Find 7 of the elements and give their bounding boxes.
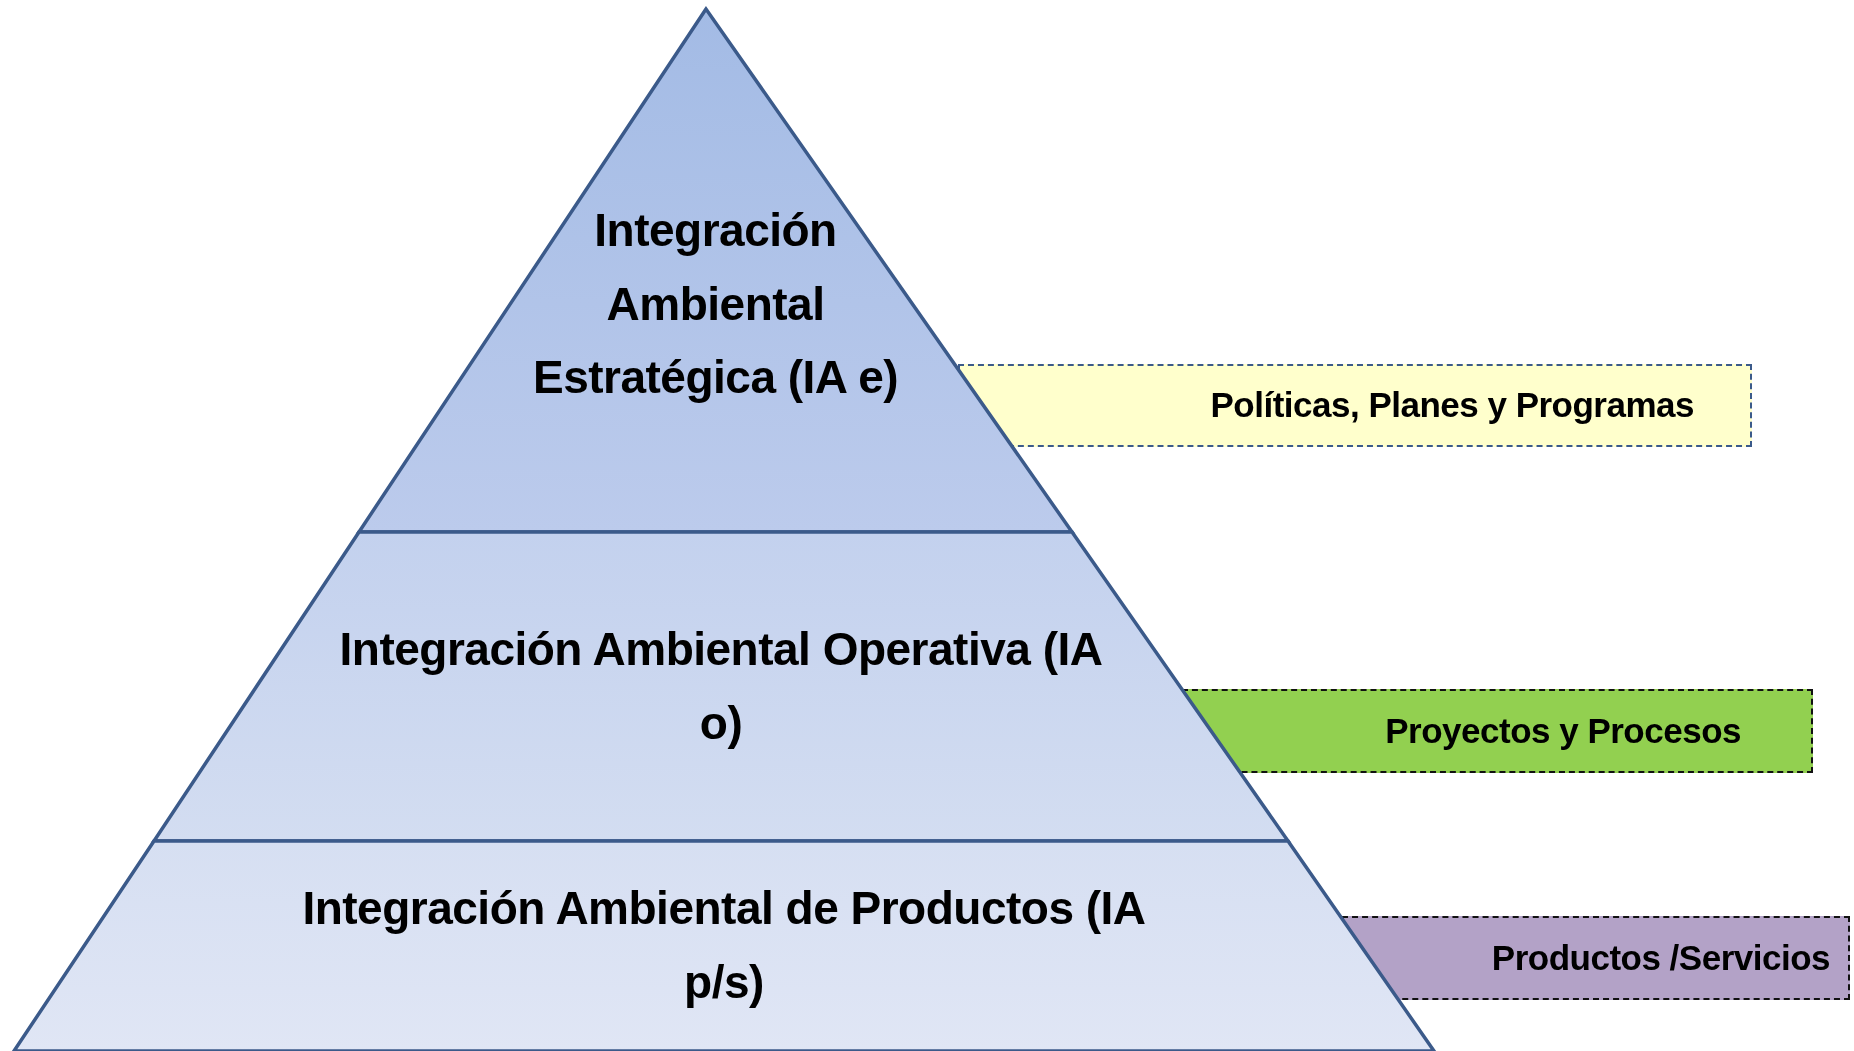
tier-label: Integración Ambiental Operativa (IA o) — [338, 621, 1104, 751]
label-box: Productos /Servicios — [1342, 916, 1850, 1000]
label-box: Políticas, Planes y Programas — [958, 364, 1752, 447]
pyramid-tier — [14, 841, 1434, 1051]
tier-label: Integración Ambiental Estratégica (IA e) — [531, 203, 900, 406]
tier-label: Integración Ambiental de Productos (IA p/s) — [301, 881, 1147, 1010]
label-box: Proyectos y Procesos — [1182, 689, 1813, 773]
